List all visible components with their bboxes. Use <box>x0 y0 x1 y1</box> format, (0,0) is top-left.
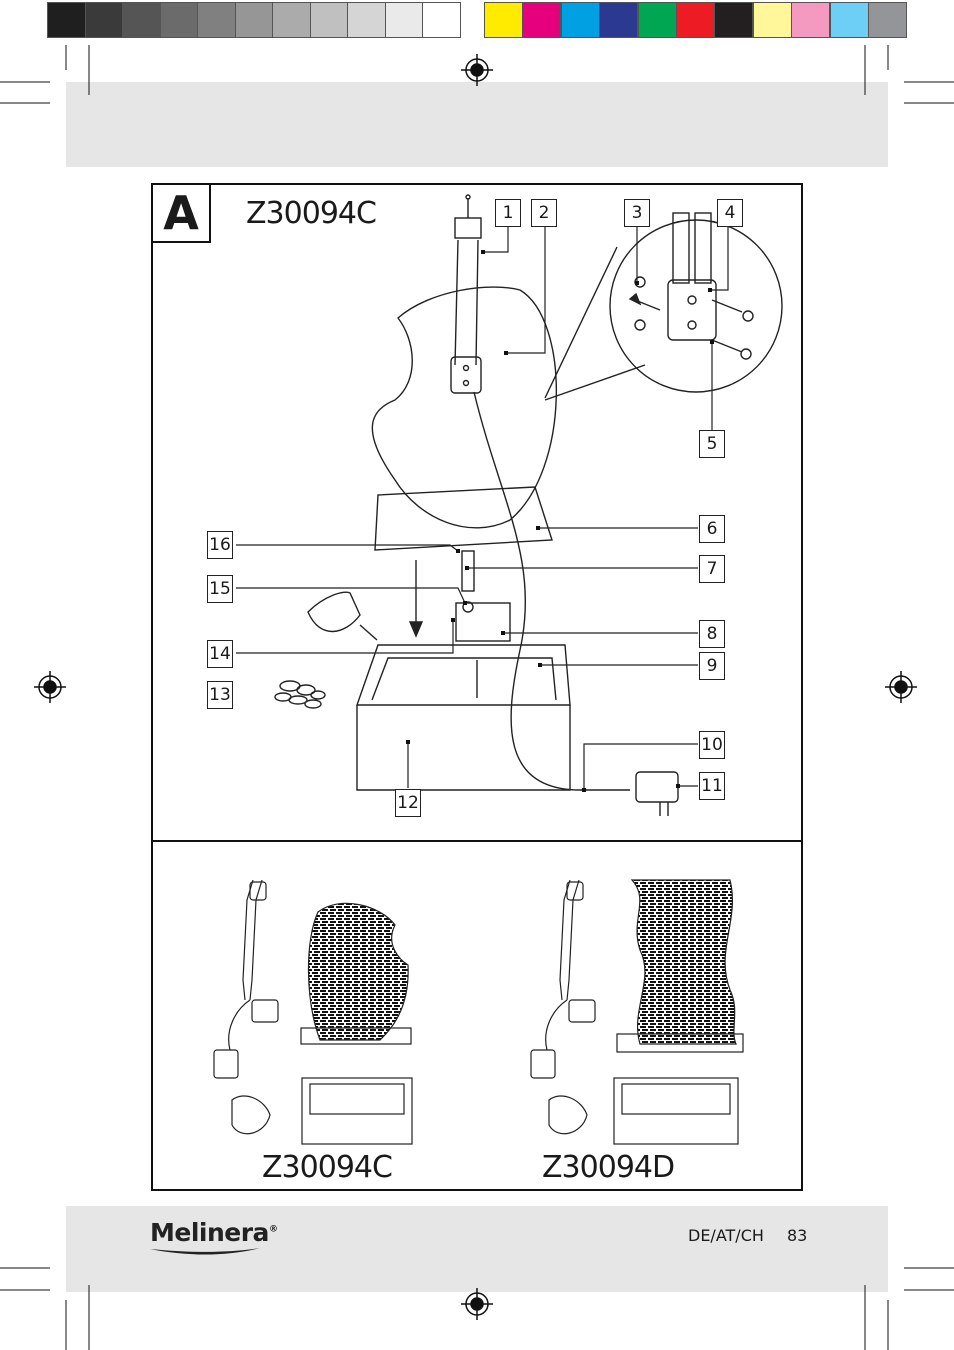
color-swatch <box>484 2 523 38</box>
set-z30094c <box>213 879 413 1145</box>
footer-band <box>66 1206 888 1292</box>
callout-10: 10 <box>699 731 725 759</box>
hose <box>461 550 475 592</box>
base-plate <box>374 486 553 551</box>
callout-15: 15 <box>207 575 233 603</box>
callout-14: 14 <box>207 640 233 668</box>
callout-2: 2 <box>531 199 557 227</box>
brand-mark: ® <box>268 1224 278 1235</box>
callout-1: 1 <box>495 199 521 227</box>
figure-model-title: Z30094C <box>246 196 377 231</box>
crescent-panel <box>371 286 558 529</box>
gray-swatch <box>84 2 123 38</box>
brand-logo: Melinera® <box>150 1218 278 1247</box>
callout-8: 8 <box>699 620 725 648</box>
callout-11: 11 <box>699 772 725 800</box>
lamp-cable <box>473 391 630 791</box>
color-swatch <box>868 2 907 38</box>
brand-name: Melinera <box>150 1218 269 1247</box>
callout-16: 16 <box>207 531 233 559</box>
printer-color-bar <box>47 0 907 40</box>
registration-marks <box>34 54 917 1320</box>
color-swatch <box>522 2 562 38</box>
brand-swoosh <box>150 1248 260 1255</box>
color-swatch <box>637 2 677 38</box>
assembly-drawing <box>236 194 783 816</box>
overview-label-left: Z30094C <box>262 1150 393 1185</box>
figure-divider <box>151 840 803 842</box>
callout-7: 7 <box>699 555 725 583</box>
figure-letter-box <box>151 183 211 243</box>
callout-6: 6 <box>699 515 725 543</box>
color-swatch <box>791 2 831 38</box>
gray-swatch <box>384 2 423 38</box>
figure-frame <box>151 183 803 1191</box>
lamp-head <box>454 217 482 239</box>
callout-5: 5 <box>699 430 725 458</box>
page-number: 83 <box>787 1226 808 1245</box>
overview-label-right: Z30094D <box>542 1150 675 1185</box>
gray-swatch <box>272 2 311 38</box>
overview-drawing <box>213 879 744 1145</box>
callout-9: 9 <box>699 652 725 680</box>
callout-13: 13 <box>207 681 233 709</box>
gray-swatch <box>47 2 86 38</box>
set-z30094d <box>530 879 744 1145</box>
gray-swatch <box>309 2 348 38</box>
power-adapter <box>635 771 679 803</box>
callout-3: 3 <box>624 199 650 227</box>
lamp-bracket <box>450 356 482 394</box>
callout-12: 12 <box>395 789 421 817</box>
lamp-tube <box>454 239 479 366</box>
pump <box>455 602 511 642</box>
country-codes: DE/AT/CH <box>688 1226 764 1245</box>
figure-letter: A <box>163 186 199 240</box>
gray-swatch <box>347 2 386 38</box>
header-band <box>66 82 888 167</box>
gray-swatch <box>197 2 236 38</box>
detail-circle <box>609 219 783 393</box>
color-swatch <box>829 2 869 38</box>
water-jug <box>307 591 361 633</box>
color-swatch <box>560 2 600 38</box>
color-swatch <box>752 2 792 38</box>
color-swatch <box>676 2 715 38</box>
pebbles <box>274 680 326 709</box>
gray-swatch <box>122 2 161 38</box>
callout-4: 4 <box>717 199 743 227</box>
basin <box>356 644 571 706</box>
gray-swatch <box>422 2 461 38</box>
